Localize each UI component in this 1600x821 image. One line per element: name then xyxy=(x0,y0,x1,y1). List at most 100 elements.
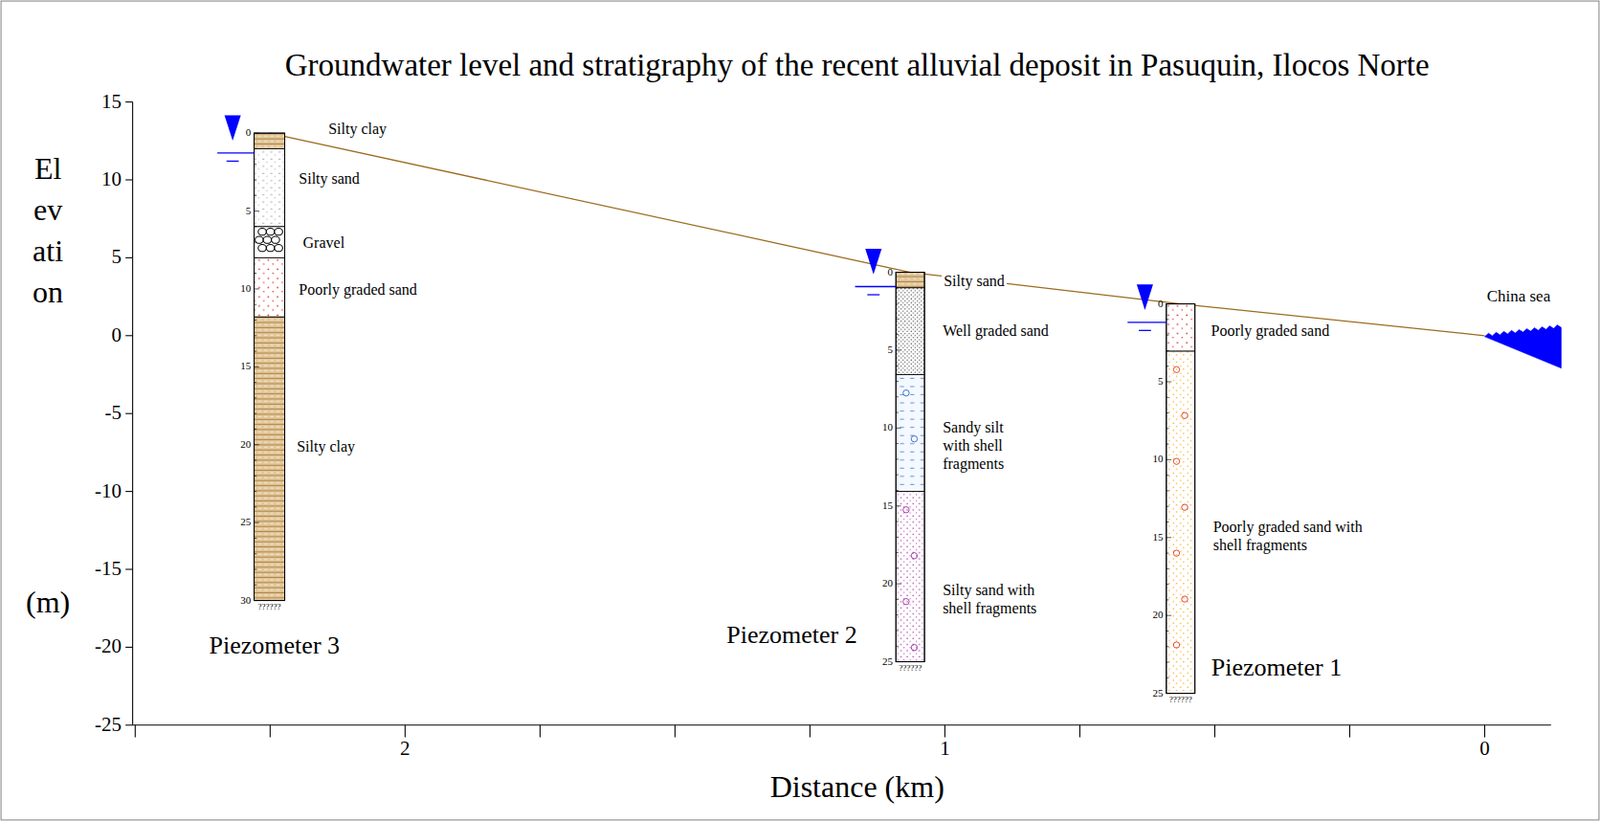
depth-tick xyxy=(1166,303,1172,305)
depth-tick xyxy=(254,475,258,477)
depth-tick xyxy=(1166,427,1170,429)
depth-tick xyxy=(254,225,258,227)
shell-fragment xyxy=(1173,550,1179,556)
depth-tick xyxy=(1166,459,1172,461)
depth-label: 25 xyxy=(1153,687,1164,700)
depth-tick xyxy=(895,458,899,460)
water-level-line xyxy=(217,152,254,154)
depth-tick xyxy=(895,474,899,476)
drawing-group xyxy=(125,102,1561,738)
depth-tick xyxy=(895,661,901,663)
depth-tick xyxy=(1166,334,1170,336)
soil-layer xyxy=(254,148,286,226)
y-tick xyxy=(125,724,133,726)
water-level-line xyxy=(226,160,240,162)
depth-tick xyxy=(1166,536,1172,538)
depth-tick xyxy=(1166,615,1172,617)
depth-label: 25 xyxy=(240,516,251,530)
axis-tick-label: -10 xyxy=(94,479,122,504)
depth-tick xyxy=(1166,662,1170,664)
depth-label: 5 xyxy=(245,204,252,218)
x-tick xyxy=(1079,725,1081,738)
soil-layer xyxy=(254,257,286,317)
axis-tick-label: 5 xyxy=(111,245,122,270)
depth-tick xyxy=(1166,553,1170,555)
depth-tick xyxy=(254,537,258,539)
depth-tick xyxy=(254,304,258,306)
layer-name: Gravel xyxy=(301,233,348,252)
depth-tick xyxy=(895,614,899,616)
sea-symbol xyxy=(1485,325,1562,369)
depth-tick xyxy=(254,351,258,353)
soil-layer xyxy=(254,133,286,149)
depth-tick xyxy=(254,133,260,134)
sea-label: China sea xyxy=(1487,287,1552,307)
gravel-stone xyxy=(274,228,284,236)
y-tick xyxy=(125,490,133,492)
depth-tick xyxy=(1166,365,1170,367)
layer-name: Silty sand with shell fragments xyxy=(940,579,1066,617)
depth-tick xyxy=(254,428,258,430)
depth-label: 0 xyxy=(245,127,252,140)
depth-tick xyxy=(895,427,901,429)
depth-tick xyxy=(254,444,260,445)
axis-tick-label: -5 xyxy=(104,401,122,426)
depth-tick xyxy=(254,413,258,415)
depth-tick xyxy=(1166,444,1170,445)
shell-fragment xyxy=(911,435,917,442)
borehole-column xyxy=(1166,304,1196,694)
layer-name: Sandy silt with shell fragments xyxy=(940,418,1028,474)
depth-tick xyxy=(1166,568,1170,570)
shell-fragment xyxy=(1173,642,1179,648)
depth-tick xyxy=(895,599,899,600)
axis-title: Elevation xyxy=(32,148,64,313)
depth-tick xyxy=(254,163,258,165)
depth-tick xyxy=(254,584,258,586)
soil-layer xyxy=(895,374,925,491)
x-tick xyxy=(539,725,541,738)
depth-label: 15 xyxy=(1153,531,1164,544)
depth-tick xyxy=(254,178,258,180)
shell-fragment xyxy=(903,507,910,513)
depth-label: 10 xyxy=(1153,453,1164,467)
gravel-stone xyxy=(258,244,267,252)
depth-label: 25 xyxy=(882,655,893,668)
depth-tick xyxy=(895,567,899,569)
depth-tick xyxy=(254,319,258,321)
soil-layer xyxy=(254,226,286,259)
axis-tick-label: 1 xyxy=(939,737,951,762)
depth-tick xyxy=(1166,583,1170,585)
depth-tick xyxy=(895,629,899,631)
depth-tick xyxy=(895,271,901,273)
depth-tick xyxy=(254,600,260,601)
depth-label: 10 xyxy=(240,282,251,295)
depth-label: 5 xyxy=(1157,375,1164,388)
depth-label: 5 xyxy=(888,343,894,356)
layer-name: Poorly graded sand xyxy=(1209,322,1333,341)
axis-tick-label: 10 xyxy=(101,167,122,192)
water-level-line xyxy=(866,293,880,295)
depth-tick xyxy=(895,521,899,523)
x-tick xyxy=(1214,725,1216,738)
borehole-column xyxy=(895,272,925,663)
depth-tick xyxy=(895,333,899,335)
depth-tick xyxy=(1166,677,1170,679)
depth-tick xyxy=(1166,474,1170,476)
depth-label: 20 xyxy=(882,577,893,591)
depth-tick xyxy=(254,242,258,244)
water-level-triangle xyxy=(865,248,882,275)
water-level-line xyxy=(1127,321,1167,323)
shell-fragment xyxy=(1181,596,1188,602)
axis-tick-label: 15 xyxy=(101,89,122,114)
depth-label: 20 xyxy=(240,438,251,451)
x-tick xyxy=(1484,725,1486,738)
depth-tick xyxy=(254,257,258,259)
depth-tick xyxy=(1166,350,1170,352)
depth-label: 15 xyxy=(882,499,893,512)
water-level-line xyxy=(855,286,897,288)
gravel-stone xyxy=(271,236,281,244)
gravel-stone xyxy=(263,236,272,244)
layer-name: Poorly graded sand xyxy=(296,280,420,299)
axis-tick-label: -15 xyxy=(94,556,122,581)
